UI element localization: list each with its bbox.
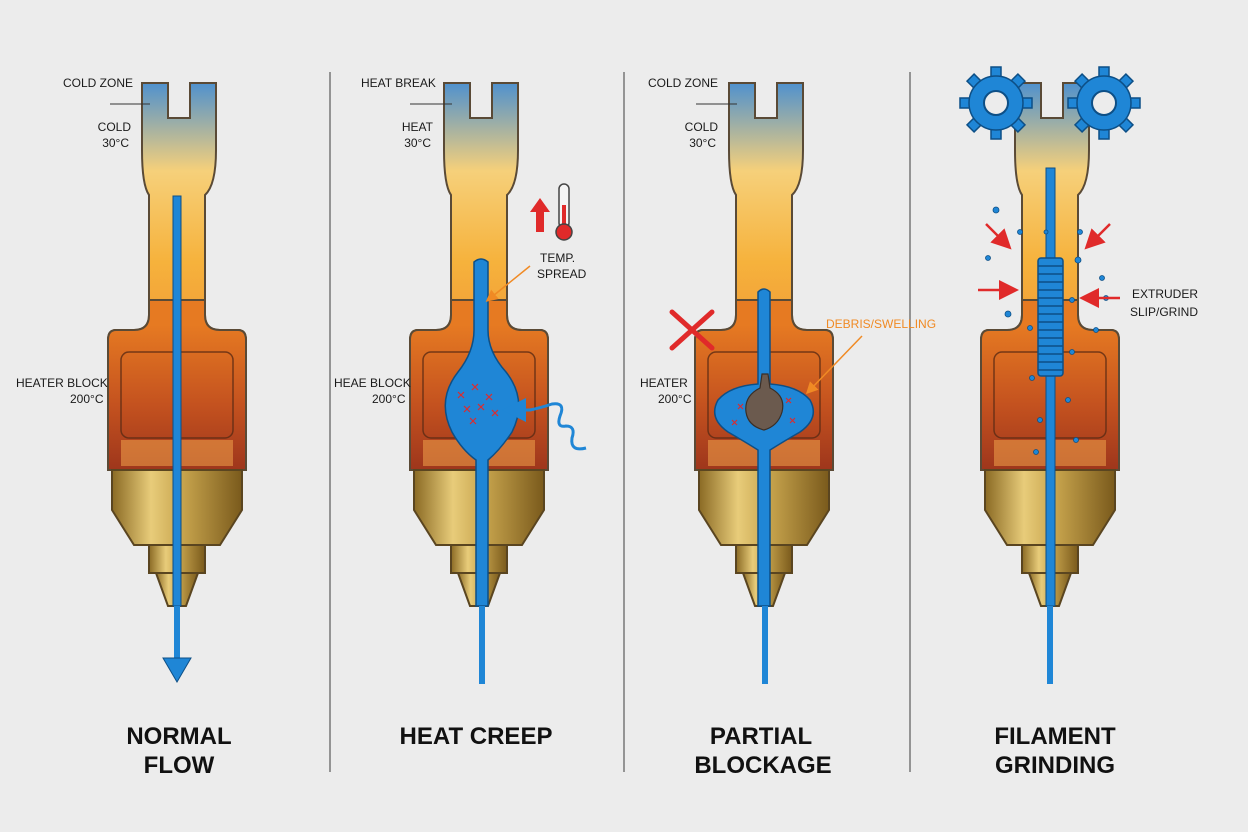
heater-temp-label: 200°C <box>372 392 406 406</box>
heater-block-label: HEAE BLOCK <box>334 376 411 390</box>
panel-filament-grinding: EXTRUDER SLIP/GRIND FILAMENT GRINDING <box>959 66 1198 779</box>
ground-filament-section <box>1037 257 1064 377</box>
debris-particles <box>731 397 796 426</box>
temp-up-arrow-icon <box>530 198 550 232</box>
flow-arrow-icon <box>162 657 192 683</box>
heat-wave-arrow-icon <box>502 398 587 451</box>
callout-debris-label: DEBRIS/SWELLING <box>826 317 936 331</box>
callout-leader <box>485 265 531 302</box>
grind-force-arrow <box>985 223 1012 250</box>
temp-label: COLD <box>685 120 719 134</box>
swollen-filament <box>713 288 815 607</box>
temp-value: 30°C <box>102 136 129 150</box>
zone-label: HEAT BREAK <box>361 76 436 90</box>
callout-slip-label: SLIP/GRIND <box>1130 305 1198 319</box>
callout-temp-label: TEMP. <box>540 251 575 265</box>
panel-caption-line-1: HEAT CREEP <box>400 723 553 750</box>
callout-extruder-label: EXTRUDER <box>1132 287 1198 301</box>
panel-heat-creep: HEAT BREAK HEAT 30°C HEAE BLOCK 200°C TE… <box>334 76 587 750</box>
zone-label: COLD ZONE <box>63 76 133 90</box>
zone-label: COLD ZONE <box>648 76 718 90</box>
heater-block-label: HEATER BLOCK <box>16 376 108 390</box>
heat-particles <box>457 383 499 425</box>
panel-caption-line-1: NORMAL <box>126 723 231 750</box>
grind-marks <box>1038 265 1063 371</box>
panel-normal-flow: COLD ZONE COLD 30°C HEATER BLOCK 200°C N… <box>16 76 247 779</box>
panel-caption-line-2: BLOCKAGE <box>694 752 831 779</box>
panel-caption-line-2: GRINDING <box>995 752 1115 779</box>
thermometer-icon <box>555 183 573 241</box>
filament <box>172 195 182 607</box>
callout-leader <box>805 335 863 395</box>
panel-caption-line-2: FLOW <box>144 752 215 779</box>
heater-temp-label: 200°C <box>658 392 692 406</box>
temp-label: COLD <box>98 120 132 134</box>
temp-label: HEAT <box>402 120 434 134</box>
callout-spread-label: SPREAD <box>537 267 587 281</box>
panel-caption-line-1: FILAMENT <box>994 723 1116 750</box>
heater-block-label: HEATER <box>640 376 688 390</box>
swollen-filament <box>444 258 520 607</box>
grind-force-arrow <box>1084 223 1111 250</box>
blocked-x-icon <box>669 309 715 351</box>
debris-clump <box>745 373 784 431</box>
panel-caption-line-1: PARTIAL <box>710 723 812 750</box>
drive-gear-left-icon <box>959 66 1033 140</box>
drive-gear-right-icon <box>1067 66 1141 140</box>
temp-value: 30°C <box>689 136 716 150</box>
panel-partial-blockage: COLD ZONE COLD 30°C HEATER 200°C DEBRIS/… <box>640 76 936 779</box>
temp-value: 30°C <box>404 136 431 150</box>
heater-temp-label: 200°C <box>70 392 104 406</box>
